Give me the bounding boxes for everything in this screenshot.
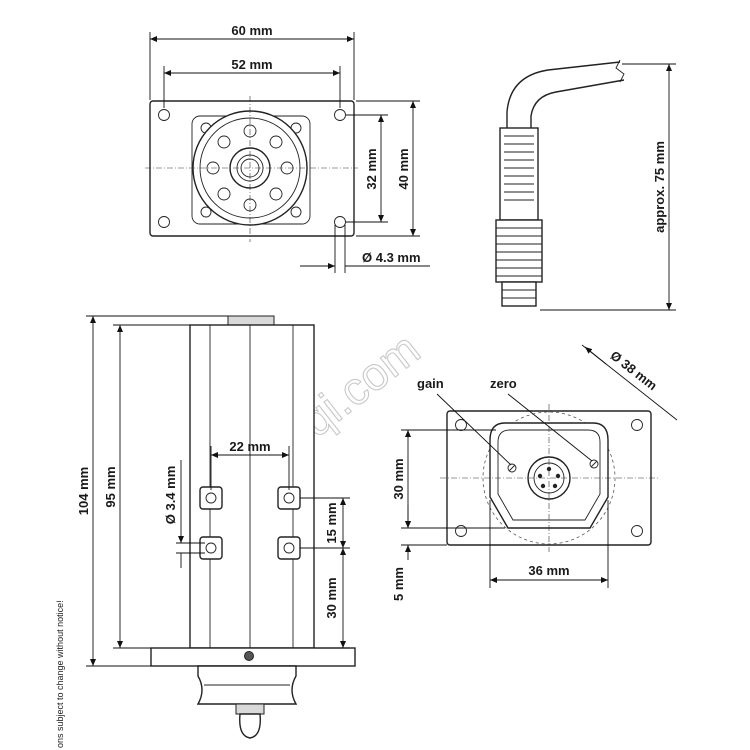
cable-view: approx. 75 mm: [495, 59, 676, 311]
zero-leader: [507, 393, 593, 462]
side-view: 104 mm 95 mm 22 mm Ø 3.4 mm 15 mm 30 mm: [76, 315, 356, 739]
cable-inner: [530, 79, 625, 128]
dim-hole-diameter: Ø 4.3 mm: [362, 250, 421, 265]
corner-screw: [290, 206, 302, 218]
dim-side-hole-diameter: Ø 3.4 mm: [163, 466, 178, 525]
flange-hole: [334, 109, 346, 121]
dim-width-inner: 52 mm: [231, 57, 272, 72]
gain-label: gain: [417, 376, 444, 391]
shaft-end: [239, 713, 261, 739]
gain-leader: [436, 393, 512, 466]
flange-hole: [158, 216, 170, 228]
base-screw: [244, 651, 254, 661]
shaft-nut: [235, 703, 265, 715]
zero-pot: [589, 459, 599, 469]
flange-hole: [334, 216, 346, 228]
socket-pins: [537, 466, 561, 489]
dim-vertical-spacing: 15 mm: [324, 502, 339, 543]
cable-break: [615, 59, 625, 83]
dim-hole-spacing: 22 mm: [229, 439, 270, 454]
dim-total-height: 104 mm: [76, 467, 91, 515]
connector-tip: [501, 281, 537, 307]
dim-height-outer: 40 mm: [396, 148, 411, 189]
connector-body: [495, 219, 543, 283]
strain-relief-ribs: [504, 135, 534, 201]
side-note: ons subject to change without notice!: [55, 600, 65, 748]
strain-relief: [499, 127, 539, 221]
top-view: 60 mm 52 mm 32 mm 40 mm Ø 4.3 mm: [145, 23, 430, 273]
zero-label: zero: [490, 376, 517, 391]
dim-rear-height: 30 mm: [391, 458, 406, 499]
dim-offset-bottom: 30 mm: [324, 577, 339, 618]
connector-knurl: [496, 227, 542, 277]
dim-width-outer: 60 mm: [231, 23, 272, 38]
gain-pot: [507, 463, 517, 473]
dim-height-inner: 32 mm: [364, 148, 379, 189]
flange-hole: [158, 109, 170, 121]
dim-rear-offset: 5 mm: [391, 567, 406, 601]
dim-rear-width: 36 mm: [528, 563, 569, 578]
corner-screw: [200, 206, 212, 218]
rear-view: gain zero Ø 38 mm 30 mm 5 mm 36 mm: [391, 344, 678, 601]
mounting-tabs: [199, 486, 301, 560]
cable-length-label: approx. 75 mm: [652, 141, 667, 233]
dim-body-height: 95 mm: [103, 466, 118, 507]
